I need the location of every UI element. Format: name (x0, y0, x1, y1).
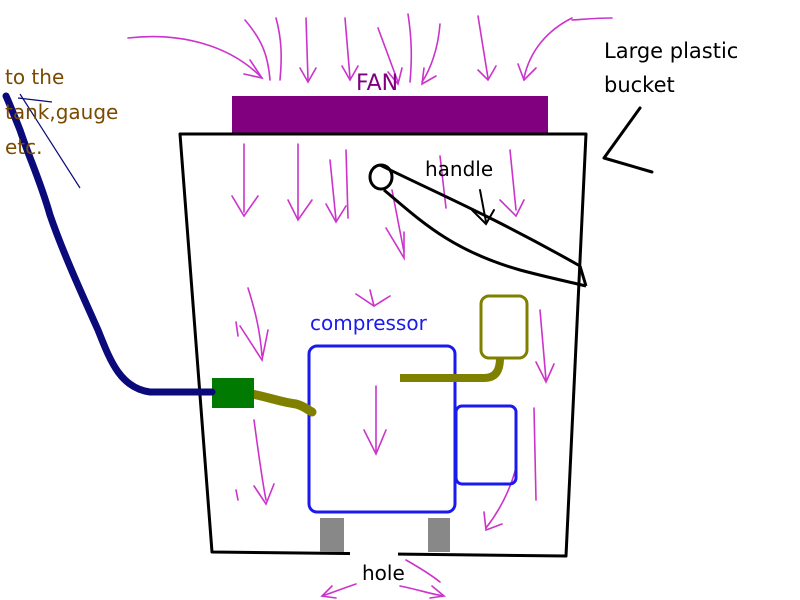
bucket-label-line1: Large plastic (604, 39, 738, 63)
hole-label: hole (362, 561, 405, 585)
intake-filter (479, 294, 529, 360)
compressor-body (307, 344, 457, 514)
hose-fitting (212, 378, 254, 408)
compressor-foot-left (320, 518, 344, 552)
intake-pipe (400, 357, 504, 382)
tank-note-line3: etc. (5, 135, 43, 159)
bucket-handle (368, 163, 588, 288)
compressor-foot-right (428, 518, 450, 552)
fan (232, 96, 548, 134)
handle-pointer-arrow (471, 189, 495, 226)
tank-note-line2: tank,gauge (5, 100, 118, 124)
exhaust-airflow-arrows (320, 559, 446, 599)
fan-label: FAN (356, 71, 398, 96)
bucket-outline (178, 132, 588, 558)
intake-airflow-arrows (127, 13, 613, 86)
outlet-pipe (247, 389, 317, 417)
bucket-pointer-arrow (602, 106, 654, 174)
note-scribble (17, 93, 81, 189)
air-hose (2, 92, 216, 396)
compressor-label: compressor (310, 311, 428, 335)
compressor-side-box (454, 404, 518, 486)
bottom-hole-gap (350, 548, 398, 556)
internal-airflow-arrows (231, 143, 555, 532)
handle-label: handle (425, 157, 493, 181)
bucket-label-line2: bucket (604, 73, 675, 97)
tank-note-line1: to the (5, 65, 64, 89)
